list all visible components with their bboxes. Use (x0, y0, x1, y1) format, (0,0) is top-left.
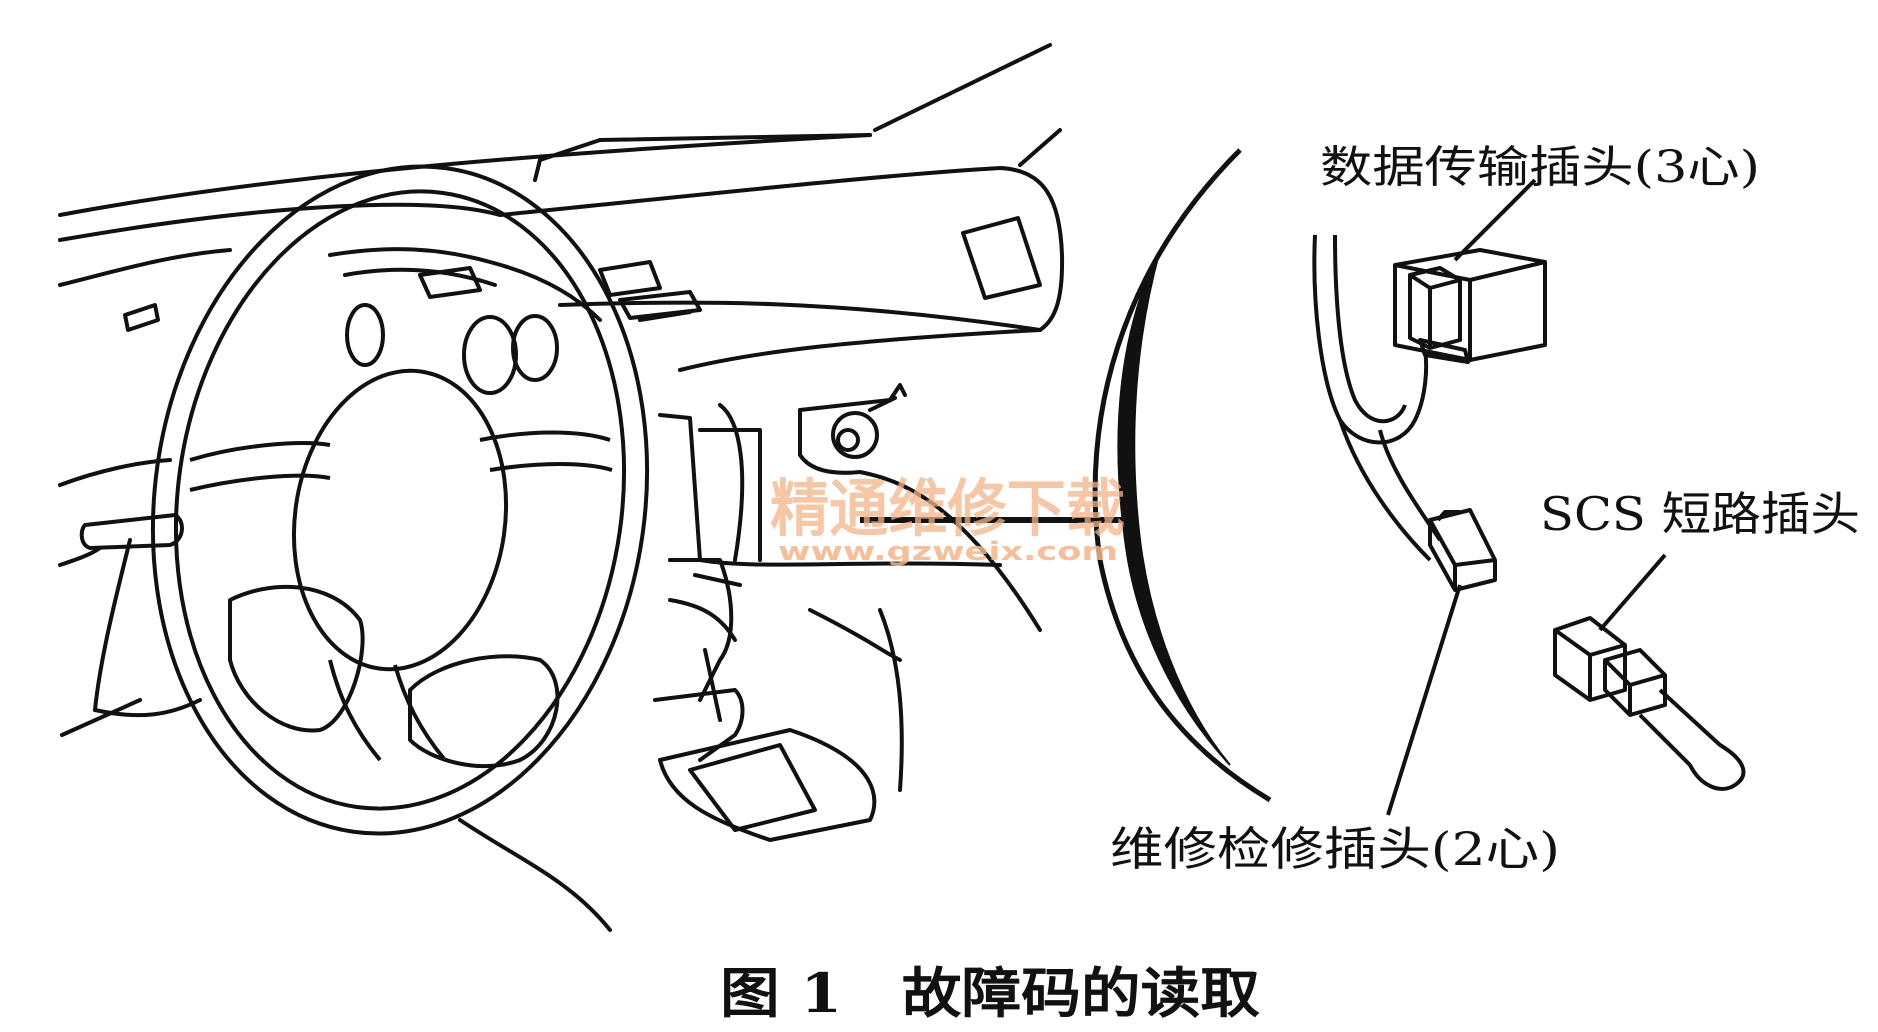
data-connector-label: 数据传输插头(3心) (1320, 142, 1760, 193)
cutaway-arc (860, 148, 1272, 803)
figure-caption: 图 1 故障码的读取 (720, 961, 1260, 1025)
service-check-connector (1338, 419, 1497, 816)
watermark-url: www.gzweix.com (778, 537, 1118, 567)
watermark-text: 精通维修下载 (770, 472, 1125, 545)
dashboard (58, 43, 1065, 932)
service-connector-label: 维修检修插头(2心) (1110, 822, 1560, 876)
steering-wheel (150, 164, 650, 836)
scs-plug-label: SCS 短路插头 (1540, 487, 1860, 541)
scs-short-plug (1553, 553, 1746, 791)
data-link-connector (1312, 178, 1547, 445)
